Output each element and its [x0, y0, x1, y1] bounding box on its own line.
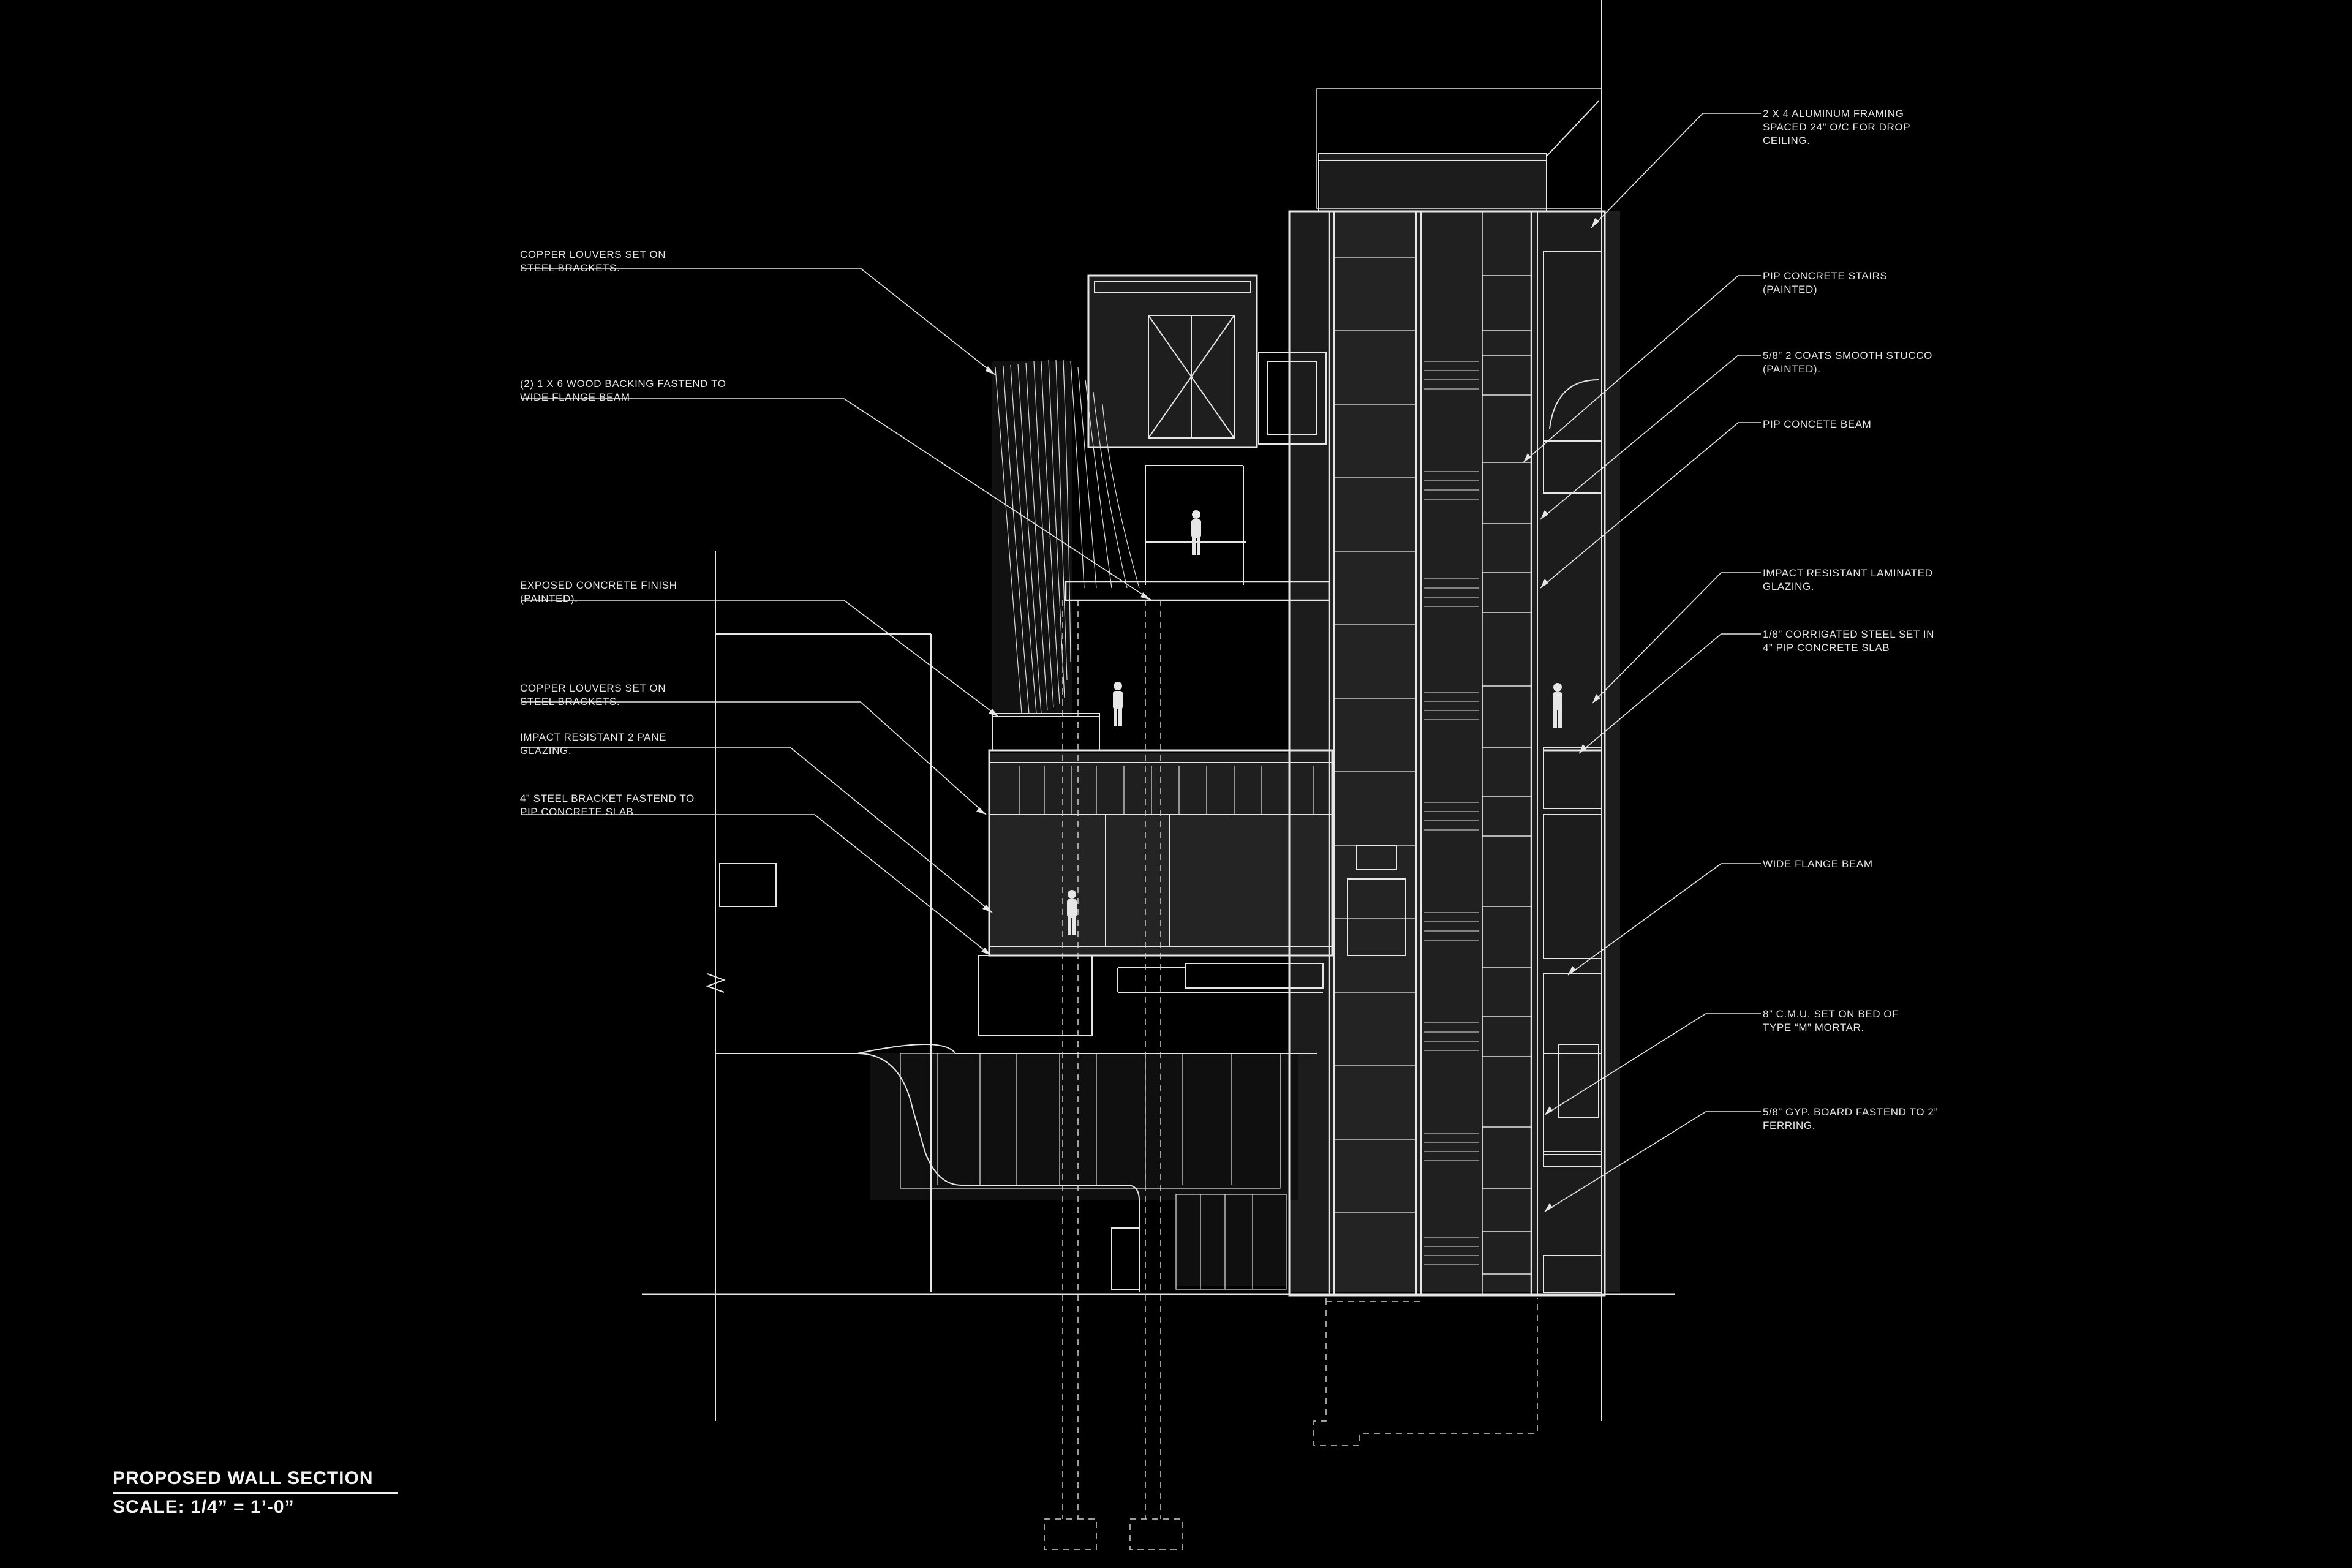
note-line: GLAZING. — [520, 745, 572, 756]
note-line: EXPOSED CONCRETE FINISH — [520, 579, 677, 591]
note-concrete-beam: PIP CONCETE BEAM — [1763, 418, 1871, 431]
note-line: SPACED 24” O/C FOR DROP — [1763, 121, 1911, 133]
figure — [1191, 510, 1201, 555]
linework — [642, 0, 1675, 1421]
leader-arrowheads-right — [1523, 218, 1600, 1212]
note-copper-louvers-upper: COPPER LOUVERS SET ON STEEL BRACKETS. — [520, 248, 666, 275]
note-line: PIP CONCRETE STAIRS — [1763, 270, 1888, 282]
drawing-scale: SCALE: 1/4” = 1’-0” — [113, 1497, 295, 1517]
note-line: STEEL BRACKETS. — [520, 696, 620, 707]
note-line: STEEL BRACKETS. — [520, 262, 620, 274]
foundation-dashed — [1044, 600, 1538, 1550]
note-exposed-concrete: EXPOSED CONCRETE FINISH (PAINTED). — [520, 579, 677, 606]
note-line: 4” STEEL BRACKET FASTEND TO — [520, 793, 695, 804]
note-line: WIDE FLANGE BEAM — [1763, 858, 1873, 870]
note-impact-glazing: IMPACT RESISTANT 2 PANE GLAZING. — [520, 731, 666, 758]
note-line: IMPACT RESISTANT LAMINATED — [1763, 567, 1933, 579]
note-line: PIP CONCETE BEAM — [1763, 418, 1872, 430]
note-line: 2 x 4 ALUMINUM FRAMING — [1763, 108, 1904, 119]
note-line: 4” PIP CONCRETE SLAB — [1763, 642, 1890, 654]
note-line: (PAINTED). — [520, 593, 578, 605]
drawing-title-block: PROPOSED WALL SECTION SCALE: 1/4” = 1’-0… — [113, 1466, 398, 1521]
note-line: (2) 1 x 6 WOOD BACKING FASTEND TO — [520, 378, 726, 390]
note-smooth-stucco: 5/8” 2 COATS SMOOTH STUCCO (PAINTED). — [1763, 349, 1932, 376]
figure — [1553, 683, 1562, 728]
note-line: IMPACT RESISTANT 2 PANE — [520, 731, 666, 743]
figure — [1113, 682, 1123, 726]
note-line: 8” C.M.U. SET ON BED OF — [1763, 1008, 1899, 1020]
note-line: (PAINTED) — [1763, 284, 1818, 295]
note-line: WIDE FLANGE BEAM — [520, 391, 630, 403]
note-line: 5/8” GYP. BOARD FASTEND TO 2” — [1763, 1106, 1938, 1118]
note-gyp-board: 5/8” GYP. BOARD FASTEND TO 2” FERRING. — [1763, 1106, 1938, 1133]
scale-figures — [1067, 510, 1562, 935]
leader-lines-left — [521, 268, 1152, 956]
figure — [1067, 890, 1077, 935]
note-line: 5/8” 2 COATS SMOOTH STUCCO — [1763, 350, 1932, 361]
note-line: (PAINTED). — [1763, 363, 1821, 375]
leader-lines-right — [1523, 113, 1761, 1212]
note-copper-louvers-lower: COPPER LOUVERS SET ON STEEL BRACKETS. — [520, 682, 666, 709]
note-line: TYPE “M” MORTAR. — [1763, 1022, 1864, 1033]
note-line: GLAZING. — [1763, 581, 1815, 592]
copper-louvers-graphic — [995, 360, 1140, 714]
note-laminated-glazing: IMPACT RESISTANT LAMINATED GLAZING. — [1763, 567, 1933, 594]
note-line: CEILING. — [1763, 135, 1811, 146]
note-wide-flange-beam: WIDE FLANGE BEAM — [1763, 858, 1873, 871]
note-line: 1/8” CORRIGATED STEEL SET IN — [1763, 628, 1935, 640]
title-underline — [113, 1492, 398, 1494]
note-corrugated-steel: 1/8” CORRIGATED STEEL SET IN 4” PIP CONC… — [1763, 628, 1934, 655]
note-line: FERRING. — [1763, 1120, 1816, 1131]
note-cmu: 8” C.M.U. SET ON BED OF TYPE “M” MORTAR. — [1763, 1008, 1899, 1035]
note-concrete-stairs: PIP CONCRETE STAIRS (PAINTED) — [1763, 270, 1887, 296]
leader-arrowheads-left — [976, 366, 1152, 956]
note-wood-backing: (2) 1 x 6 WOOD BACKING FASTEND TO WIDE F… — [520, 377, 726, 404]
note-steel-bracket: 4” STEEL BRACKET FASTEND TO PIP CONCRETE… — [520, 792, 695, 819]
note-line: COPPER LOUVERS SET ON — [520, 682, 666, 694]
drawing-title: PROPOSED WALL SECTION — [113, 1468, 374, 1488]
note-line: PIP CONCRETE SLAB. — [520, 806, 637, 818]
note-aluminum-framing: 2 x 4 ALUMINUM FRAMING SPACED 24” O/C FO… — [1763, 107, 1910, 148]
note-line: COPPER LOUVERS SET ON — [520, 249, 666, 260]
